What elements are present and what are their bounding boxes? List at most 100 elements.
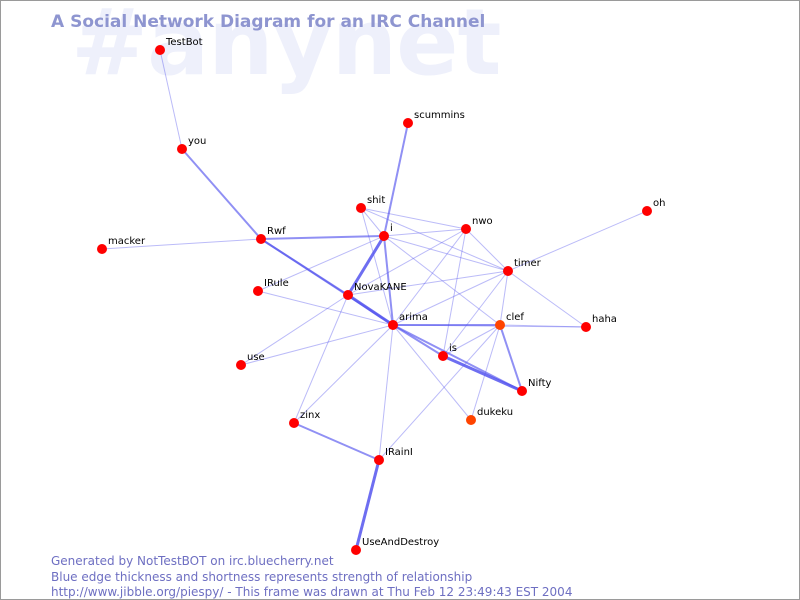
node-haha: haha [581, 314, 617, 332]
node-dot [256, 234, 266, 244]
edge-arima-zinx [293, 324, 394, 424]
node-label: TestBot [165, 37, 203, 48]
node-dukeku: dukeku [466, 407, 513, 425]
node-dot [495, 320, 505, 330]
edge-clef-Nifty [499, 324, 523, 392]
edge-i-clef [383, 235, 501, 326]
node-label: arima [399, 312, 428, 323]
node-dot [155, 45, 165, 55]
edge-shit-arima [360, 207, 394, 326]
node-dot [388, 320, 398, 330]
node-label: NovaKANE [354, 282, 407, 293]
node-dot [97, 244, 107, 254]
footer-legend-note: Blue edge thickness and shortness repres… [51, 570, 473, 584]
footer-generated-by: Generated by NotTestBOT on irc.bluecherr… [51, 554, 334, 568]
node-dot [351, 545, 361, 555]
node-macker: macker [97, 236, 146, 254]
edge-shit-timer [360, 207, 509, 272]
node-label: Rwf [267, 226, 286, 237]
edge-NovaKANE-use [240, 294, 349, 366]
node-TestBot: TestBot [155, 37, 203, 55]
edge-i-NovaKANE [346, 235, 386, 296]
node-label: macker [108, 236, 146, 247]
node-dot [642, 206, 652, 216]
edge-you-Rwf [181, 148, 262, 240]
edge-shit-i [360, 207, 385, 237]
node-label: you [188, 136, 206, 147]
edge-Rwf-i [260, 235, 385, 240]
node-dot [503, 266, 513, 276]
edge-scummins-i [383, 122, 409, 237]
node-label: Nifty [528, 378, 552, 389]
node-label: clef [506, 312, 524, 323]
nodes-layer: TestBotyouscumminsshitnwoohiRwfmackertim… [97, 37, 665, 555]
edges-layer [101, 49, 648, 551]
edge-NovaKANE-zinx [293, 294, 349, 424]
channel-watermark: #anynet [71, 0, 502, 96]
node-dot [343, 290, 353, 300]
node-dot [466, 415, 476, 425]
node-NovaKANE: NovaKANE [343, 282, 407, 300]
node-label: nwo [472, 216, 493, 227]
edge-timer-arima [392, 270, 509, 326]
edge-clef-is [442, 324, 501, 357]
edge-arima-IRainI [378, 324, 394, 461]
edge-i-timer [383, 235, 509, 272]
node-label: haha [592, 314, 617, 325]
footer-url-timestamp: http://www.jibble.org/piespy/ - This fra… [51, 585, 573, 599]
node-dot [253, 286, 263, 296]
edge-timer-haha [507, 270, 587, 328]
edge-arima-haha [392, 324, 587, 328]
edge-is-Nifty [442, 354, 523, 393]
node-is: is [438, 343, 457, 361]
edge-timer-clef [499, 270, 509, 326]
node-label: zinx [300, 410, 320, 421]
node-arima: arima [388, 312, 428, 330]
edge-i-IRule [257, 235, 385, 292]
node-IRainI: IRainI [374, 447, 413, 465]
node-dot [438, 351, 448, 361]
edge-nwo-is [442, 228, 467, 357]
node-label: timer [514, 258, 542, 269]
edge-macker-Rwf [101, 238, 262, 250]
node-dot [581, 322, 591, 332]
edge-i-nwo [383, 228, 467, 237]
node-dot [236, 360, 246, 370]
edge-zinx-IRainI [293, 422, 380, 461]
edge-nwo-NovaKANE [347, 228, 467, 296]
node-oh: oh [642, 198, 665, 216]
node-dot [289, 418, 299, 428]
node-shit: shit [356, 195, 385, 213]
edge-timer-NovaKANE [347, 270, 509, 296]
edge-arima-use [240, 324, 394, 366]
node-timer: timer [503, 258, 542, 276]
edge-clef-dukeku [470, 324, 501, 421]
diagram-title: A Social Network Diagram for an IRC Chan… [51, 12, 486, 32]
node-IRule: IRule [253, 278, 289, 296]
edge-clef-IRainI [378, 324, 501, 461]
edge-NovaKANE-arima [347, 293, 394, 327]
edge-shit-nwo [360, 207, 467, 230]
node-label: dukeku [477, 407, 513, 418]
node-dot [374, 455, 384, 465]
node-clef: clef [495, 312, 524, 330]
edge-timer-is [442, 270, 509, 357]
node-label: i [390, 223, 393, 234]
node-dot [461, 224, 471, 234]
edge-arima-IRule [257, 290, 394, 326]
node-nwo: nwo [461, 216, 493, 234]
edge-i-arima [383, 235, 394, 326]
edge-TestBot-you [159, 49, 183, 150]
node-label: UseAndDestroy [362, 537, 439, 548]
node-label: shit [367, 195, 385, 206]
node-i: i [379, 223, 393, 241]
node-label: is [449, 343, 457, 354]
node-dot [517, 386, 527, 396]
node-label: IRule [264, 278, 289, 289]
edge-oh-timer [507, 210, 648, 272]
edge-arima-dukeku [392, 324, 472, 421]
node-Rwf: Rwf [256, 226, 286, 244]
edge-IRainI-UseAndDestroy [354, 459, 381, 551]
